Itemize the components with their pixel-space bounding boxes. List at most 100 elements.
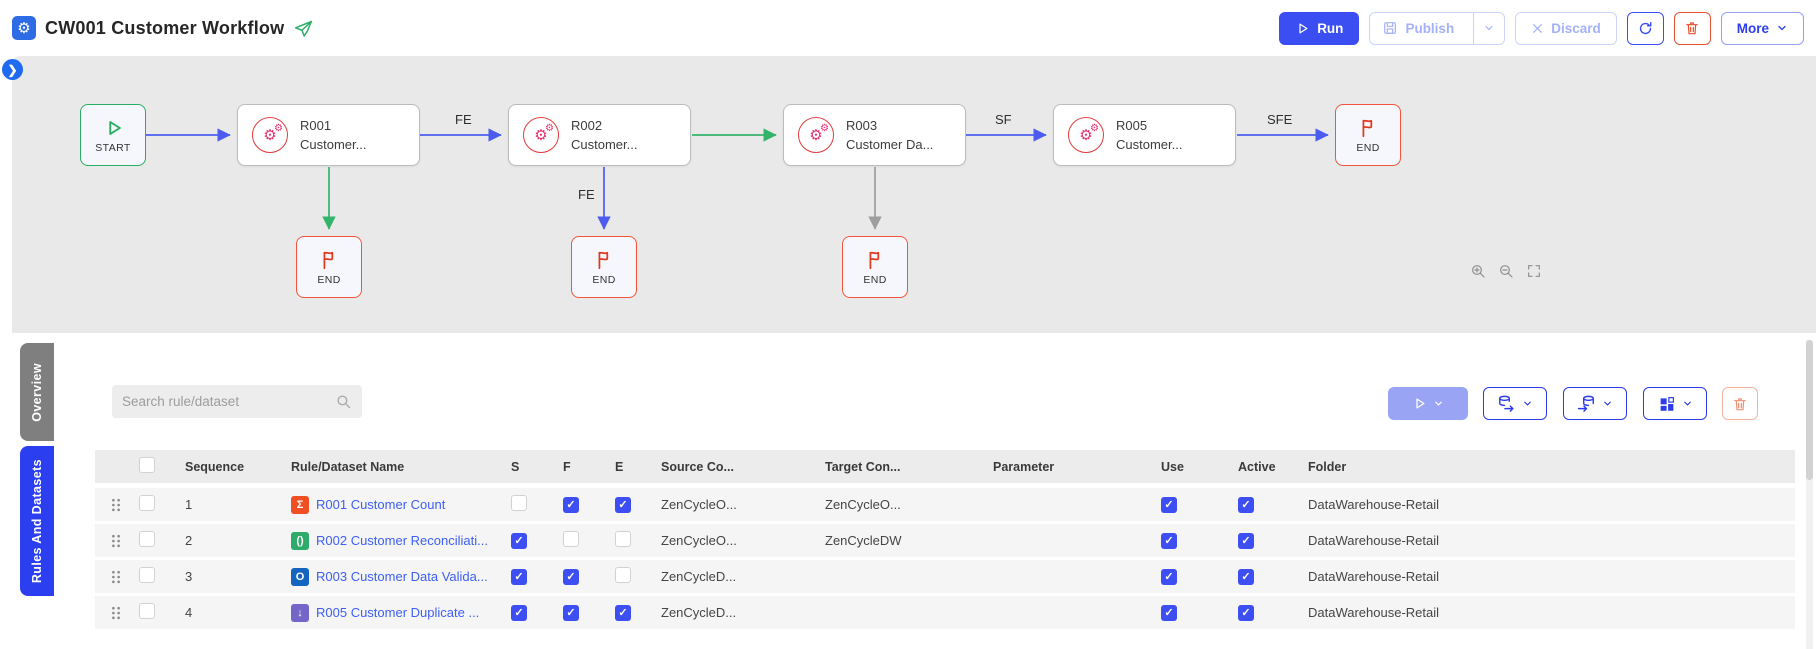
end-node-3[interactable]: END xyxy=(842,236,908,298)
end-node-main[interactable]: END xyxy=(1335,104,1401,166)
active-checkbox[interactable] xyxy=(1238,568,1254,585)
chevron-down-icon xyxy=(1522,398,1533,409)
target-connection: ZenCycleO... xyxy=(825,497,901,512)
publish-button[interactable]: Publish xyxy=(1370,13,1466,44)
drag-handle-icon[interactable] xyxy=(95,497,131,513)
more-button[interactable]: More xyxy=(1720,11,1804,45)
node-label: START xyxy=(95,141,131,154)
node-code: R005 xyxy=(1116,118,1148,133)
close-x-icon xyxy=(1531,22,1544,35)
zoom-out-icon[interactable] xyxy=(1498,263,1514,279)
workflow-app-icon: ⚙ xyxy=(12,16,36,40)
save-icon xyxy=(1382,20,1398,36)
workflow-edges xyxy=(146,128,1329,230)
delete-rows-button[interactable] xyxy=(1722,387,1758,420)
row-checkbox[interactable] xyxy=(139,531,155,547)
discard-button[interactable]: Discard xyxy=(1515,11,1617,45)
rule-name-link[interactable]: R002 Customer Reconciliati... xyxy=(316,533,488,548)
rule-gears-icon: ⚙⚙ xyxy=(798,117,834,153)
sequence-value: 1 xyxy=(185,497,193,512)
node-label: END xyxy=(1356,141,1380,154)
drag-handle-icon[interactable] xyxy=(95,533,131,549)
node-label: END xyxy=(592,273,616,286)
reconcile-icon: () xyxy=(291,531,309,550)
s-checkbox[interactable] xyxy=(511,568,527,585)
search-icon xyxy=(335,393,352,410)
f-checkbox[interactable] xyxy=(563,604,579,621)
publish-split-button[interactable]: Publish xyxy=(1369,11,1506,45)
rule-gears-icon: ⚙⚙ xyxy=(252,117,288,153)
vertical-scrollbar[interactable] xyxy=(1806,340,1813,649)
publish-dropdown-chevron-icon[interactable] xyxy=(1473,12,1504,44)
drag-handle-icon[interactable] xyxy=(95,569,131,585)
active-checkbox[interactable] xyxy=(1238,532,1254,549)
s-checkbox[interactable] xyxy=(511,604,527,621)
f-checkbox[interactable] xyxy=(563,568,579,585)
duplicate-icon: ↓ xyxy=(291,603,309,622)
s-checkbox[interactable] xyxy=(511,495,527,511)
source-connection: ZenCycleO... xyxy=(661,533,737,548)
use-checkbox[interactable] xyxy=(1161,604,1177,621)
e-checkbox[interactable] xyxy=(615,531,631,547)
export-button[interactable] xyxy=(1483,387,1547,420)
table-row[interactable]: 3 O R003 Customer Data Valida... ZenCycl… xyxy=(95,560,1795,593)
row-checkbox[interactable] xyxy=(139,567,155,583)
table-row[interactable]: 2 () R002 Customer Reconciliati... ZenCy… xyxy=(95,524,1795,557)
e-checkbox[interactable] xyxy=(615,496,631,513)
use-checkbox[interactable] xyxy=(1161,532,1177,549)
col-parameter: Parameter xyxy=(993,459,1055,474)
node-r002[interactable]: ⚙⚙ R002 Customer... xyxy=(508,104,691,166)
node-code: R002 xyxy=(571,118,603,133)
s-checkbox[interactable] xyxy=(511,532,527,549)
search-input[interactable] xyxy=(122,394,335,409)
node-r001[interactable]: ⚙⚙ R001 Customer... xyxy=(237,104,420,166)
rule-gears-icon: ⚙⚙ xyxy=(1068,117,1104,153)
tab-rules-and-datasets[interactable]: Rules And Datasets xyxy=(20,446,54,596)
select-all-checkbox[interactable] xyxy=(139,457,155,473)
end-node-1[interactable]: END xyxy=(296,236,362,298)
table-row[interactable]: 1 Σ R001 Customer Count ZenCycleO... Zen… xyxy=(95,488,1795,521)
target-connection: ZenCycleDW xyxy=(825,533,902,548)
row-checkbox[interactable] xyxy=(139,603,155,619)
run-selected-button[interactable] xyxy=(1388,387,1468,420)
node-name: Customer... xyxy=(1116,137,1183,152)
workflow-canvas[interactable]: FE SF SFE FE START ⚙⚙ R001 Customer... ⚙… xyxy=(12,56,1816,333)
layout-blocks-button[interactable] xyxy=(1643,387,1707,420)
import-button[interactable] xyxy=(1563,387,1627,420)
source-connection: ZenCycleD... xyxy=(661,569,737,584)
edge-label-sfe: SFE xyxy=(1267,112,1293,127)
run-button[interactable]: Run xyxy=(1279,11,1360,45)
refresh-button[interactable] xyxy=(1626,11,1664,45)
col-active: Active xyxy=(1238,459,1276,474)
drag-handle-icon[interactable] xyxy=(95,605,131,621)
node-code: R003 xyxy=(846,118,878,133)
active-checkbox[interactable] xyxy=(1238,496,1254,513)
expand-sidebar-button[interactable]: ❯ xyxy=(2,59,23,80)
sequence-value: 3 xyxy=(185,569,193,584)
tab-overview[interactable]: Overview xyxy=(20,343,54,441)
e-checkbox[interactable] xyxy=(615,567,631,583)
rule-name-link[interactable]: R003 Customer Data Valida... xyxy=(316,569,488,584)
rule-name-link[interactable]: R001 Customer Count xyxy=(316,497,446,512)
table-row[interactable]: 4 ↓ R005 Customer Duplicate ... ZenCycle… xyxy=(95,596,1795,629)
delete-workflow-button[interactable] xyxy=(1673,11,1711,45)
fit-screen-icon[interactable] xyxy=(1526,263,1542,279)
zoom-in-icon[interactable] xyxy=(1470,263,1486,279)
node-r005[interactable]: ⚙⚙ R005 Customer... xyxy=(1053,104,1236,166)
f-checkbox[interactable] xyxy=(563,531,579,547)
row-checkbox[interactable] xyxy=(139,495,155,511)
rule-name-link[interactable]: R005 Customer Duplicate ... xyxy=(316,605,480,620)
active-checkbox[interactable] xyxy=(1238,604,1254,621)
col-s: S xyxy=(511,459,520,474)
use-checkbox[interactable] xyxy=(1161,496,1177,513)
node-name: Customer... xyxy=(300,137,367,152)
edge-label-fe-down: FE xyxy=(578,187,595,202)
play-icon xyxy=(1412,396,1427,411)
f-checkbox[interactable] xyxy=(563,496,579,513)
node-r003[interactable]: ⚙⚙ R003 Customer Da... xyxy=(783,104,966,166)
e-checkbox[interactable] xyxy=(615,604,631,621)
use-checkbox[interactable] xyxy=(1161,568,1177,585)
start-node[interactable]: START xyxy=(80,104,146,166)
search-box[interactable] xyxy=(112,385,362,418)
end-node-2[interactable]: END xyxy=(571,236,637,298)
